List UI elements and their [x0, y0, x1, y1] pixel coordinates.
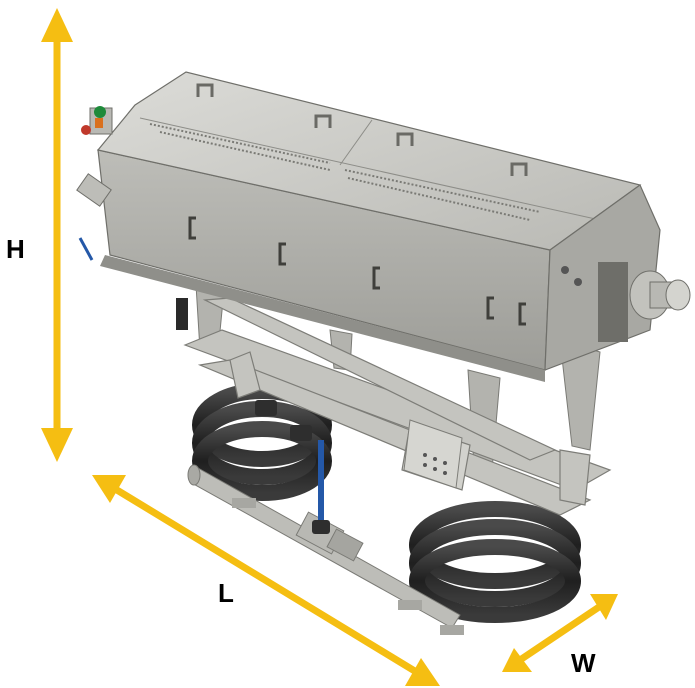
- junction-box: [176, 298, 188, 330]
- hose-coil-right: [409, 501, 581, 623]
- blue-pipe: [318, 440, 324, 520]
- front-handles: [188, 216, 526, 326]
- feet: [232, 498, 464, 635]
- length-label: L: [218, 578, 234, 608]
- length-arrow: [92, 475, 440, 686]
- height-label: H: [6, 234, 25, 264]
- width-label: W: [571, 648, 596, 678]
- lid-vents: [149, 123, 541, 221]
- lid-handles: [196, 83, 528, 176]
- dimension-arrows: [41, 8, 618, 686]
- control-box: [403, 419, 463, 489]
- height-arrow: [41, 8, 73, 462]
- left-fittings: [76, 106, 113, 261]
- width-arrow: [502, 594, 618, 672]
- machine-illustration: [76, 71, 691, 635]
- body-flange: [100, 255, 545, 382]
- drive-end: [544, 184, 691, 371]
- valves: [255, 400, 330, 534]
